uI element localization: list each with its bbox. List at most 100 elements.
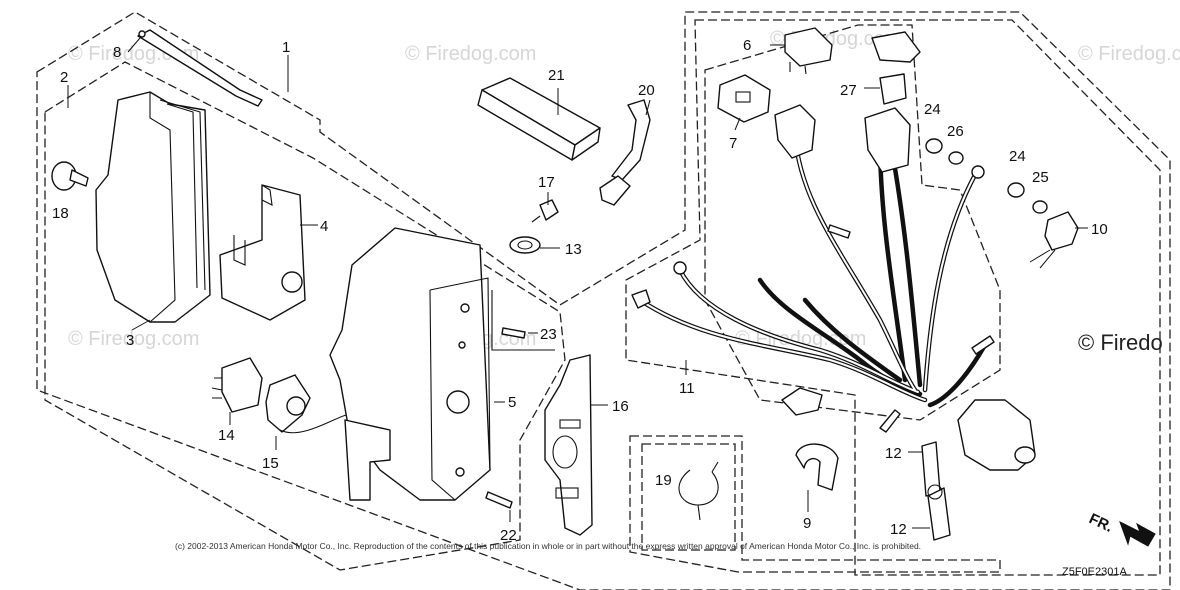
switch-part-15 bbox=[265, 374, 347, 434]
group-outlines bbox=[36, 11, 1171, 590]
inner-outline-left bbox=[44, 61, 566, 571]
screw-shank-shape bbox=[69, 169, 89, 187]
callout-label: 25 bbox=[1032, 169, 1049, 186]
band-strap-shape bbox=[611, 99, 651, 181]
front-direction-indicator: FR. bbox=[1086, 510, 1156, 547]
callout-label: 3 bbox=[126, 332, 134, 349]
callout-label: 5 bbox=[508, 394, 516, 411]
harness-wire-core bbox=[924, 174, 976, 391]
watermark-right-text: © Firedo bbox=[1078, 330, 1163, 355]
leader-line bbox=[645, 99, 651, 116]
knob-shape bbox=[286, 396, 306, 416]
switch-pins bbox=[211, 377, 223, 399]
box-cover-part-3 bbox=[95, 91, 211, 323]
control-box-panel bbox=[429, 289, 456, 501]
watermark-text: © Firedog.com bbox=[1078, 43, 1180, 65]
leader-line bbox=[734, 117, 741, 131]
diode-shape bbox=[1044, 211, 1079, 251]
callout-label: 23 bbox=[540, 326, 557, 343]
harness-wire-core bbox=[679, 269, 919, 393]
terminal-shape bbox=[879, 409, 901, 433]
switch-part-14 bbox=[211, 357, 263, 413]
fuse-holder-shape bbox=[717, 74, 771, 123]
harness-wire-core bbox=[794, 134, 916, 391]
band-clip-shape bbox=[678, 469, 719, 506]
callout-label: 7 bbox=[729, 135, 737, 152]
callout-label: 27 bbox=[840, 82, 857, 99]
foam-part-21 bbox=[477, 77, 601, 161]
washer-shape bbox=[1032, 200, 1048, 214]
watermark-text: © Firedog.com bbox=[68, 328, 199, 350]
screw-shape bbox=[485, 491, 513, 509]
terminal-shape bbox=[827, 224, 851, 239]
callout-label: 24 bbox=[924, 101, 941, 118]
fuse-part-27 bbox=[871, 31, 921, 105]
screw-shape bbox=[501, 327, 526, 339]
harness-connector-shape bbox=[864, 107, 911, 173]
fuse-cap-shape bbox=[871, 31, 921, 63]
callout-label: 26 bbox=[947, 123, 964, 140]
harness-connector-shape bbox=[774, 104, 816, 159]
box-cover-edge bbox=[149, 92, 176, 323]
front-arrow-icon bbox=[1119, 520, 1156, 547]
control-box-panel bbox=[429, 277, 491, 471]
callout-label: 4 bbox=[320, 218, 328, 235]
callout-label: 22 bbox=[500, 527, 517, 544]
watermark-text: © Firedog.com bbox=[405, 43, 536, 65]
gasket-part-16 bbox=[544, 354, 593, 536]
callout-label: 17 bbox=[538, 174, 555, 191]
solenoid-end-shape bbox=[1014, 446, 1036, 464]
ring-terminal-shape bbox=[673, 261, 687, 275]
diode-wires bbox=[1029, 249, 1056, 269]
switch-body-shape bbox=[221, 357, 263, 413]
harness-outline bbox=[625, 19, 1161, 576]
cable-end-shape bbox=[138, 30, 146, 38]
callout-label: 15 bbox=[262, 455, 279, 472]
clamp-ring-inner bbox=[517, 240, 533, 250]
clip-group-outline bbox=[629, 435, 1001, 573]
callout-label: 9 bbox=[803, 515, 811, 532]
grommet-shape bbox=[781, 387, 823, 416]
key-ring bbox=[927, 484, 943, 500]
bracket-shape bbox=[219, 184, 306, 321]
screw-part-18 bbox=[51, 161, 89, 191]
bolt-part-17 bbox=[531, 199, 559, 223]
choke-cable-shape bbox=[137, 29, 263, 107]
outer-outline bbox=[36, 11, 1171, 590]
callout-labels: 1 2 3 4 5 6 7 8 9 10 11 12 12 13 14 15 1… bbox=[52, 37, 1108, 544]
wire-harness-part-11 bbox=[631, 104, 1036, 471]
fuse-shape bbox=[879, 73, 907, 105]
screw-hole-shape bbox=[458, 341, 466, 349]
callout-label: 13 bbox=[565, 241, 582, 258]
diagram-code: Z5F0E2301A bbox=[1062, 566, 1127, 578]
copyright-notice: (c) 2002-2013 American Honda Motor Co., … bbox=[175, 541, 921, 551]
harness-wire bbox=[927, 342, 988, 408]
switch-wire bbox=[279, 414, 347, 434]
gasket-shape bbox=[544, 354, 593, 536]
box-cover-rim bbox=[166, 103, 198, 289]
front-label: FR. bbox=[1086, 510, 1115, 536]
gasket-slot bbox=[555, 487, 579, 499]
wire-clip-shape bbox=[795, 443, 839, 491]
control-box-part-5 bbox=[329, 227, 491, 501]
screw-part-23 bbox=[491, 290, 555, 351]
bracket-hole-shape bbox=[281, 271, 303, 293]
keys-part-12 bbox=[921, 441, 951, 541]
harness-wire-core bbox=[639, 299, 926, 401]
clip-part-19 bbox=[678, 461, 719, 521]
relay-shape bbox=[784, 27, 833, 67]
key-shape bbox=[927, 487, 951, 541]
screw-part-22 bbox=[485, 491, 513, 509]
callout-label: 21 bbox=[548, 67, 565, 84]
clip-inner-outline bbox=[641, 443, 736, 551]
callout-label: 12 bbox=[885, 445, 902, 462]
callout-label: 18 bbox=[52, 205, 69, 222]
callout-label: 16 bbox=[612, 398, 629, 415]
gasket-slot bbox=[559, 419, 581, 429]
band-clip-ends bbox=[697, 461, 719, 521]
nut-shape bbox=[925, 138, 943, 154]
callout-label: 1 bbox=[282, 39, 290, 56]
key-shape bbox=[921, 441, 941, 497]
